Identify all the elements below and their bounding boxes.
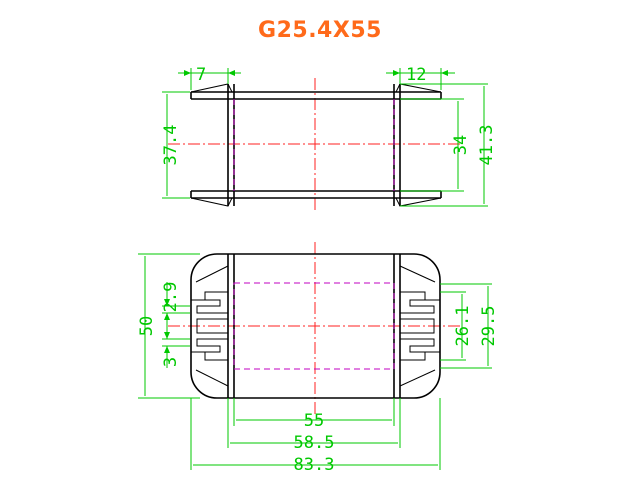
dim-right-flange: 12 xyxy=(386,65,455,90)
front-view: 50 2.9 3 26.1 29.5 xyxy=(137,242,499,475)
top-view-outline xyxy=(190,83,442,207)
dim-pin-pitch: 3 xyxy=(161,326,190,368)
dim-pin-span-b: 29.5 xyxy=(440,283,499,369)
right-pins xyxy=(399,291,440,361)
top-view: 7 12 37.4 34 41.3 xyxy=(161,65,497,212)
dim-label-left-flange: 7 xyxy=(196,65,206,85)
left-pins xyxy=(191,291,229,361)
dim-label-inner-width: 55 xyxy=(304,411,324,431)
dim-label-height-outer: 37.4 xyxy=(161,125,181,166)
dim-label-pin-span-a: 26.1 xyxy=(453,306,473,347)
dim-total-width: 83.3 xyxy=(190,398,441,475)
dim-pin-gap: 2.9 xyxy=(161,282,190,330)
dim-height-total: 41.3 xyxy=(400,83,497,207)
dim-label-height-inner: 34 xyxy=(451,135,471,155)
dim-height: 50 xyxy=(137,253,200,399)
front-view-hidden-core xyxy=(233,282,395,370)
dim-label-pin-pitch: 3 xyxy=(161,357,181,367)
dim-left-flange: 7 xyxy=(178,65,241,90)
dim-inner-width: 55 xyxy=(233,398,395,431)
dim-label-mid-width: 58.5 xyxy=(294,433,335,453)
dim-height-inner: 34 xyxy=(400,98,471,192)
dim-height-outer: 37.4 xyxy=(161,91,190,199)
dim-label-total-width: 83.3 xyxy=(294,455,335,475)
dim-label-pin-gap: 2.9 xyxy=(161,282,181,313)
dim-mid-width: 58.5 xyxy=(227,398,401,453)
dim-pin-span-a: 26.1 xyxy=(440,291,473,361)
drawing-title: G25.4X55 xyxy=(258,18,382,43)
dim-label-height: 50 xyxy=(137,316,157,336)
dim-label-right-flange: 12 xyxy=(406,65,426,85)
dim-label-pin-span-b: 29.5 xyxy=(479,306,499,347)
front-view-outline xyxy=(190,253,441,399)
dim-label-height-total: 41.3 xyxy=(477,125,497,166)
